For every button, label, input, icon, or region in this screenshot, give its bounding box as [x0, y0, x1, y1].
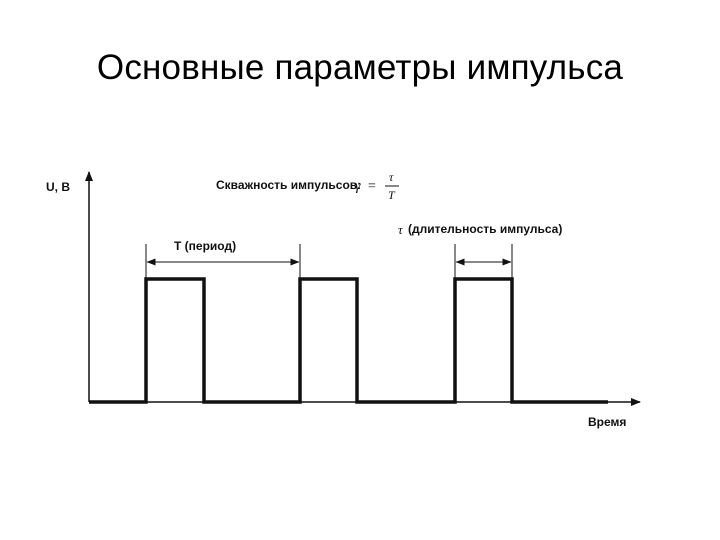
period-label: T (период) — [174, 239, 236, 253]
duty-cycle-label: Скважность импульсов: — [216, 178, 361, 192]
pulse-width-label: (длительность импульса) — [408, 222, 562, 236]
y-axis-label: U, В — [46, 180, 70, 194]
slide-title: Основные параметры импульса — [96, 48, 624, 87]
pulse-width-symbol: τ — [398, 222, 404, 237]
x-axis-label: Время — [588, 415, 626, 429]
duty-cycle-symbol: γ — [355, 179, 361, 194]
duty-cycle-numerator: τ — [389, 170, 394, 184]
duty-cycle-equals: = — [367, 179, 376, 194]
pulse-waveform — [89, 277, 608, 404]
duty-cycle-denominator: T — [388, 188, 396, 202]
